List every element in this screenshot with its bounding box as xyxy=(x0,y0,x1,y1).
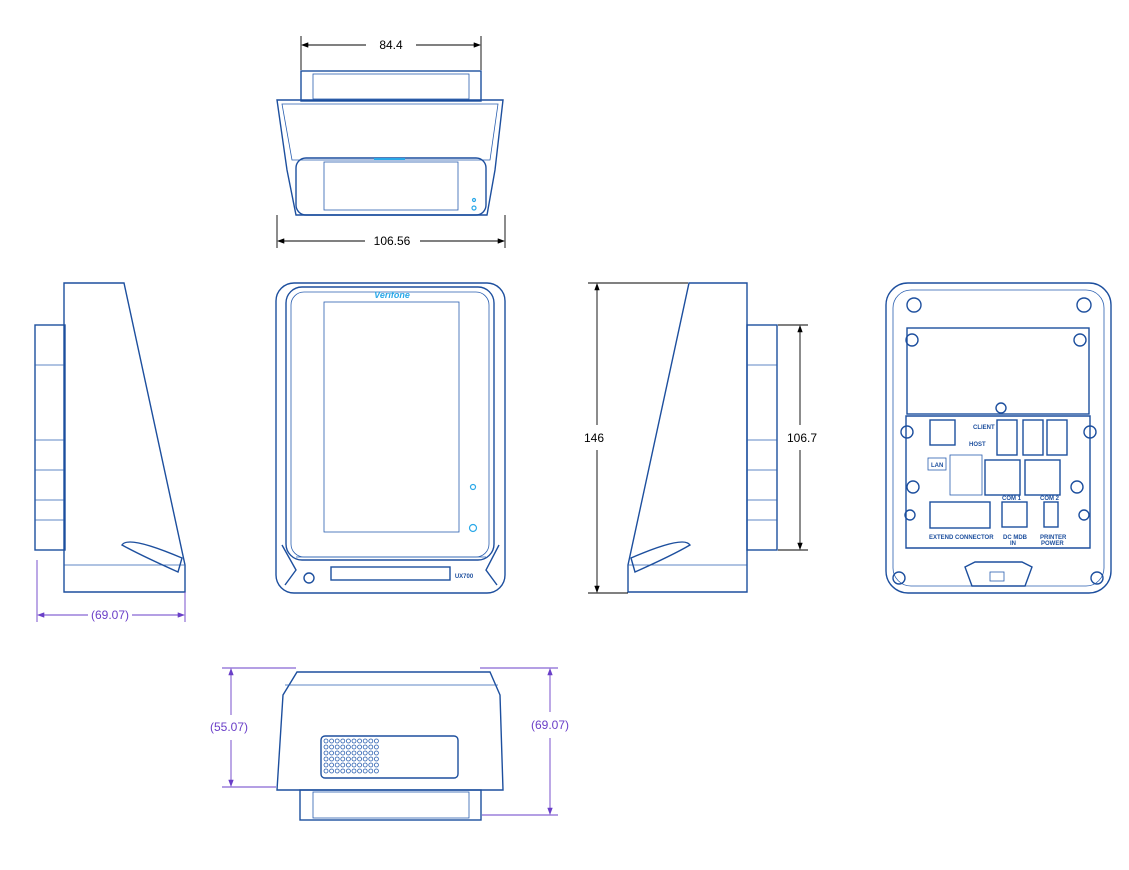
grille-hole xyxy=(368,738,374,744)
grille-hole xyxy=(357,762,363,768)
grille-hole xyxy=(368,756,374,762)
grille-hole xyxy=(362,768,368,774)
grille-hole xyxy=(362,756,368,762)
grille-hole xyxy=(357,738,363,744)
grille-hole xyxy=(323,750,329,756)
grille-hole xyxy=(345,762,351,768)
dim-top-106: 106.56 xyxy=(276,215,506,248)
grille-hole xyxy=(373,750,379,756)
model-label: UX700 xyxy=(455,574,474,580)
grille-hole xyxy=(362,762,368,768)
grille-hole xyxy=(334,750,340,756)
grille-hole xyxy=(323,744,329,750)
back-view: CLIENT HOST LAN COM 1 COM 2 EXTEND CONNE… xyxy=(885,282,1112,594)
label-client: CLIENT xyxy=(973,425,995,431)
grille-hole xyxy=(329,756,335,762)
grille-hole xyxy=(345,744,351,750)
grille-hole xyxy=(368,750,374,756)
label-host: HOST xyxy=(969,442,986,448)
grille-hole xyxy=(351,762,357,768)
grille-hole xyxy=(334,738,340,744)
grille-hole xyxy=(340,750,346,756)
grille-hole xyxy=(334,762,340,768)
label-extend-connector: EXTEND CONNECTOR xyxy=(929,535,994,541)
grille-hole xyxy=(368,768,374,774)
label-com2: COM 2 xyxy=(1040,496,1060,502)
grille-hole xyxy=(351,756,357,762)
grille-hole xyxy=(362,744,368,750)
grille-hole xyxy=(334,756,340,762)
grille-hole xyxy=(323,762,329,768)
grille-hole xyxy=(373,744,379,750)
dim-label: 106.56 xyxy=(374,234,411,248)
dim-bottom-right: (69.07) xyxy=(480,667,569,816)
grille-hole xyxy=(368,762,374,768)
front-view: Verifone UX700 xyxy=(275,282,506,594)
dim-label: (69.07) xyxy=(531,718,569,732)
grille-hole xyxy=(334,768,340,774)
grille-hole xyxy=(340,744,346,750)
dim-bottom-left: (55.07) xyxy=(210,667,296,788)
grille-hole xyxy=(329,744,335,750)
dim-top-84: 84.4 xyxy=(300,36,482,70)
grille-hole xyxy=(345,738,351,744)
grille-hole xyxy=(340,762,346,768)
grille-hole xyxy=(362,750,368,756)
top-view xyxy=(276,70,504,216)
grille-hole xyxy=(340,738,346,744)
dim-label: (69.07) xyxy=(91,608,129,622)
grille-hole xyxy=(345,750,351,756)
label-lan: LAN xyxy=(931,463,943,469)
grille-hole xyxy=(329,750,335,756)
bottom-view xyxy=(276,671,504,821)
grille-hole xyxy=(357,768,363,774)
label-printer: PRINTER xyxy=(1040,535,1067,541)
grille-hole xyxy=(373,756,379,762)
grille-hole xyxy=(334,744,340,750)
dim-height-106: 106.7 xyxy=(778,324,817,551)
grille-hole xyxy=(357,750,363,756)
grille-hole xyxy=(329,762,335,768)
grille-hole xyxy=(340,768,346,774)
grille-hole xyxy=(345,768,351,774)
dim-side-depth: (69.07) xyxy=(36,560,186,622)
label-power: POWER xyxy=(1041,541,1064,547)
grille-hole xyxy=(323,756,329,762)
right-side-view xyxy=(627,282,778,593)
grille-hole xyxy=(357,756,363,762)
grille-hole xyxy=(373,738,379,744)
grille-hole xyxy=(373,768,379,774)
grille-hole xyxy=(351,744,357,750)
grille-hole xyxy=(329,738,335,744)
label-dc-in: IN xyxy=(1010,541,1016,547)
label-com1: COM 1 xyxy=(1002,496,1022,502)
grille-hole xyxy=(329,768,335,774)
label-dc-mdb: DC MDB xyxy=(1003,535,1028,541)
grille-hole xyxy=(340,756,346,762)
grille-hole xyxy=(351,768,357,774)
speaker-grille-icon xyxy=(323,738,379,774)
left-side-view xyxy=(34,282,186,593)
dim-label: 146 xyxy=(584,431,604,445)
grille-hole xyxy=(345,756,351,762)
grille-hole xyxy=(362,738,368,744)
grille-hole xyxy=(368,744,374,750)
grille-hole xyxy=(351,750,357,756)
grille-hole xyxy=(351,738,357,744)
dim-label: (55.07) xyxy=(210,720,248,734)
grille-hole xyxy=(357,744,363,750)
dim-label: 106.7 xyxy=(787,431,817,445)
grille-hole xyxy=(323,738,329,744)
dim-label: 84.4 xyxy=(379,38,403,52)
brand-logo: Verifone xyxy=(374,290,410,300)
dim-height-146: 146 xyxy=(584,282,688,594)
grille-hole xyxy=(323,768,329,774)
grille-hole xyxy=(373,762,379,768)
